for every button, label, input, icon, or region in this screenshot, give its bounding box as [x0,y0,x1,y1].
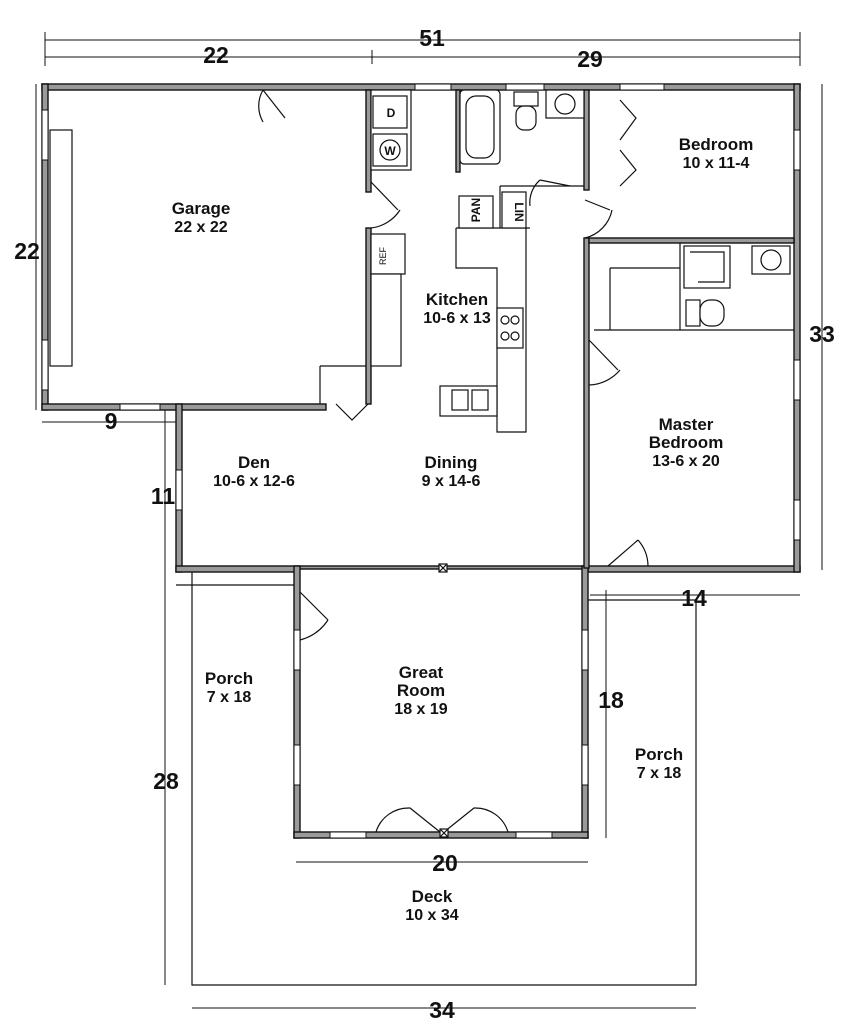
kitchen-fixtures [370,89,527,417]
dim-den-offset: 9 [105,408,118,434]
washer-label: W [384,144,396,158]
dim-house-depth: 33 [809,321,835,347]
kitchen-size: 10-6 x 13 [423,310,491,327]
master-toilet [685,299,701,327]
shower [683,245,731,289]
dim-deck-width: 34 [429,997,455,1023]
dryer-label: D [387,106,396,120]
fridge-label: REF [378,246,388,265]
master-name-line2: Bedroom [649,433,724,452]
cooktop [496,307,524,349]
great-room-name-line1: Great [399,663,444,682]
doors [258,89,649,833]
porch-left-name: Porch [205,669,253,688]
dim-porch-depth: 28 [153,768,179,794]
den-name: Den [238,453,270,472]
kitchen-name: Kitchen [426,290,488,309]
outdoor-outline [176,572,697,986]
kitchen-counter [370,273,402,367]
dim-right-width: 14 [681,585,707,611]
pantry [458,195,494,229]
dim-overall-width: 51 [419,25,445,51]
pantry-label: PAN [469,198,483,222]
ceiling-fan-markers [438,563,449,838]
refrigerator [370,233,406,275]
dim-garage-depth: 22 [14,238,40,264]
dim-house-width: 29 [577,46,603,72]
dining-size: 9 x 14-6 [422,473,481,490]
dim-den-depth: 11 [151,483,176,509]
den-size: 10-6 x 12-6 [213,473,295,490]
dim-garage-width: 22 [203,42,229,68]
dimension-lines [35,32,823,1009]
great-room-name-line2: Room [397,681,445,700]
garage-size: 22 x 22 [174,219,227,236]
windows [41,83,801,839]
fixture-labels: D W PAN LIN REF [378,106,526,265]
bedroom-name: Bedroom [679,135,754,154]
bath-fixtures [459,89,791,330]
dimension-labels: 51 22 29 22 33 9 11 14 18 28 20 34 [14,25,835,1023]
porch-right-size: 7 x 18 [637,765,682,782]
dining-name: Dining [425,453,478,472]
garage-name: Garage [172,199,231,218]
garage-door-rail [49,129,73,367]
master-size: 13-6 x 20 [652,453,720,470]
linen-closet [501,191,527,229]
room-labels: Garage 22 x 22 Bedroom 10 x 11-4 Kitchen… [172,135,754,924]
master-name-line1: Master [659,415,714,434]
porch-right-name: Porch [635,745,683,764]
dim-great-room-depth: 18 [598,687,624,713]
linen-label: LIN [512,202,526,221]
bedroom-size: 10 x 11-4 [683,155,750,172]
dim-great-room-width: 20 [432,850,458,876]
toilet [513,91,539,107]
great-room-size: 18 x 19 [394,701,447,718]
washer-drum-icon [379,139,401,161]
porch-left-size: 7 x 18 [207,689,252,706]
deck-size: 10 x 34 [405,907,458,924]
dryer [372,95,408,129]
deck-name: Deck [412,887,453,906]
